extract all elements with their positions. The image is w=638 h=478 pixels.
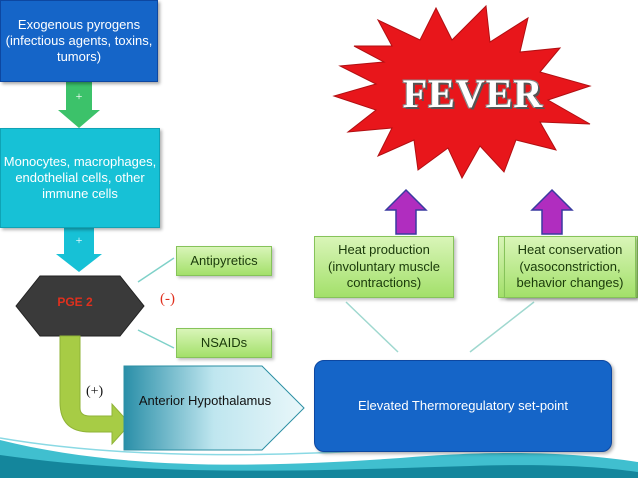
exogenous-pyrogens-box: Exogenous pyrogens (infectious agents, t… xyxy=(0,0,158,82)
heat-conservation-box: Heat conservation (vasoconstriction, beh… xyxy=(504,236,636,298)
inhibition-sign: (-) xyxy=(160,291,175,307)
inhibition-line xyxy=(137,257,175,283)
curved-arrow-icon xyxy=(59,335,131,446)
nsaids-box: NSAIDs xyxy=(176,328,272,358)
plus-label: + xyxy=(75,233,83,247)
up-arrow-icon xyxy=(384,188,428,235)
down-arrow-icon xyxy=(58,82,100,128)
heat-production-label: Heat production (involuntary muscle cont… xyxy=(328,241,440,291)
heat-conservation-label: Heat conservation (vasoconstriction, beh… xyxy=(516,241,624,291)
pge2-label: PGE 2 xyxy=(57,295,93,309)
monocytes-box: Monocytes, macrophages, endothelial cell… xyxy=(0,128,160,228)
star-burst-icon xyxy=(332,4,592,180)
antipyretics-box: Antipyretics xyxy=(176,246,272,276)
exogenous-pyrogens-label: Exogenous pyrogens (infectious agents, t… xyxy=(5,16,153,65)
monocytes-label: Monocytes, macrophages, endothelial cell… xyxy=(3,153,157,202)
stimulation-sign: (+) xyxy=(86,384,104,399)
inhibition-line xyxy=(137,329,175,349)
thermoregulatory-setpoint-label: Elevated Thermoregulatory set-point xyxy=(357,397,569,413)
fever-title: FEVER xyxy=(402,71,544,116)
heat-production-box: Heat production (involuntary muscle cont… xyxy=(314,236,454,298)
antipyretics-label: Antipyretics xyxy=(190,252,258,268)
connector-line xyxy=(345,301,399,353)
anterior-hypothalamus-label: Anterior Hypothalamus xyxy=(138,393,272,408)
hypothalamus-shape xyxy=(123,365,305,451)
thermoregulatory-setpoint-box: Elevated Thermoregulatory set-point xyxy=(314,360,612,452)
nsaids-label: NSAIDs xyxy=(200,334,248,350)
up-arrow-icon xyxy=(530,188,574,235)
pge2-hexagon xyxy=(15,275,145,337)
down-arrow-icon xyxy=(56,228,102,272)
connector-line xyxy=(469,301,535,353)
plus-label: + xyxy=(75,89,83,103)
